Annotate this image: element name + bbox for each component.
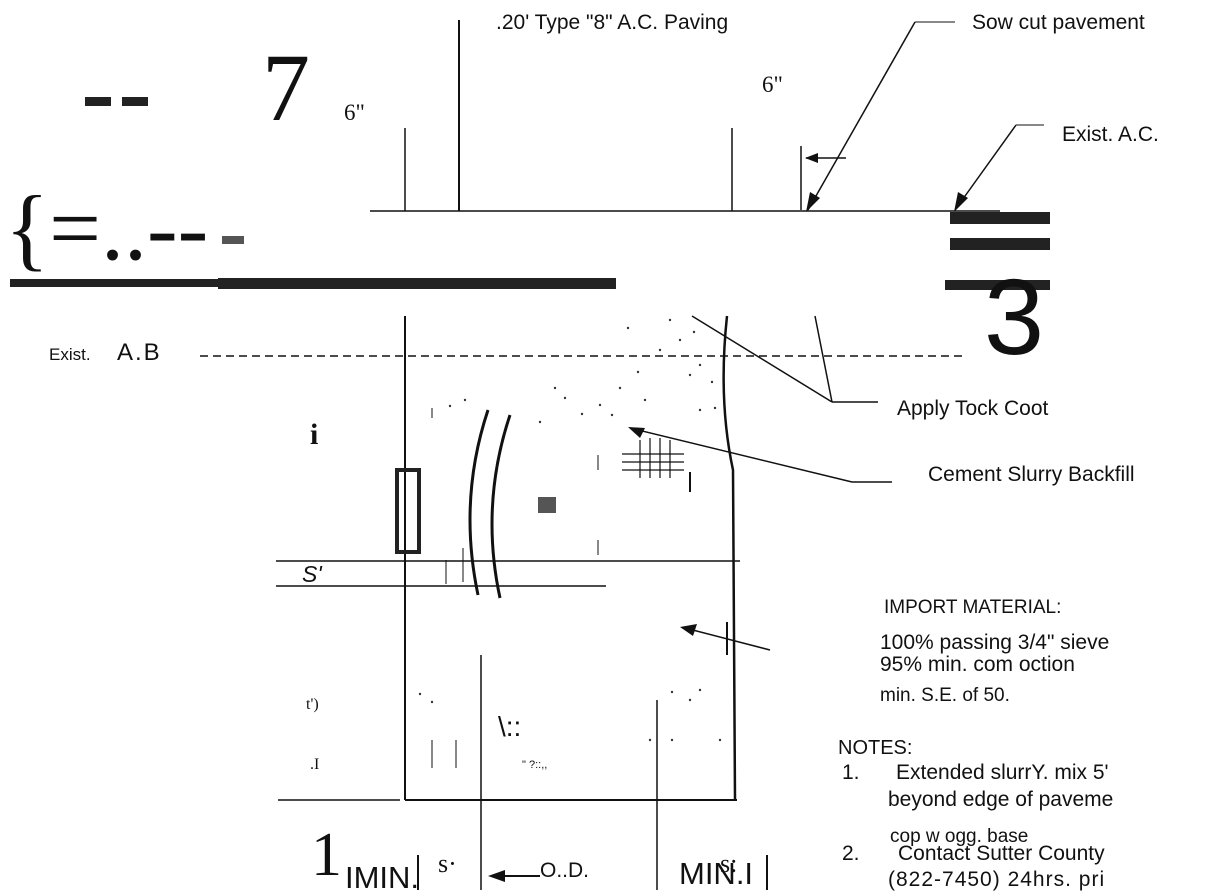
saw-mark-arrow-head bbox=[805, 153, 818, 163]
saw-cut-leader bbox=[807, 21, 916, 211]
s-left-label: s· bbox=[438, 849, 457, 878]
dot-i-mark: .I bbox=[310, 756, 320, 773]
saw-cut-arrow-head bbox=[806, 192, 820, 212]
exist-ac-leader bbox=[954, 124, 1017, 211]
exist-ac-label: Exist. A.C. bbox=[1062, 123, 1159, 146]
od-label: O..D. bbox=[540, 859, 590, 882]
brace-mark: {=..-- bbox=[5, 177, 209, 279]
trench-wall-right bbox=[722, 315, 737, 801]
existing-ac-bar-2 bbox=[950, 238, 1050, 250]
tack-coat-label: Apply Tock Coot bbox=[897, 397, 1049, 420]
three-numeral: 3 bbox=[984, 256, 1045, 377]
note-1-line3: cop w ogg. base bbox=[890, 826, 1029, 847]
backslash-mark: \:: bbox=[498, 711, 522, 742]
one-numeral: 1 bbox=[311, 821, 342, 889]
pipe-wall-1 bbox=[468, 409, 490, 596]
noise-mark: " ?::,, bbox=[522, 759, 548, 771]
pipe-wall-2 bbox=[490, 414, 512, 599]
od-arrow-head bbox=[488, 870, 505, 882]
trench-pavement-bar bbox=[218, 278, 616, 289]
notes-heading: NOTES: bbox=[838, 737, 913, 759]
import-material-line2: 95% min. com oction bbox=[880, 653, 1075, 676]
exist-ab-prefix: Exist. bbox=[49, 345, 91, 364]
exist-ac-arrow-head bbox=[954, 192, 968, 212]
grey-mark-1 bbox=[222, 236, 244, 244]
saw-cut-label: Sow cut pavement bbox=[972, 11, 1145, 34]
slurry-leader bbox=[629, 427, 853, 483]
note-2-line1: Contact Sutter County bbox=[898, 842, 1105, 865]
s-right-label: s: bbox=[720, 849, 738, 878]
six-inch-left-label: 6" bbox=[344, 100, 365, 125]
side-arrow-head bbox=[680, 624, 697, 636]
s-prime-label: S' bbox=[302, 561, 322, 587]
slurry-dots bbox=[418, 318, 722, 742]
seven-numeral: 7 bbox=[262, 34, 310, 141]
import-material-heading: IMPORT MATERIAL: bbox=[884, 597, 1062, 618]
slurry-arrow-head bbox=[628, 427, 645, 438]
dash-mark-2 bbox=[122, 97, 148, 106]
dash-mark-1 bbox=[85, 97, 111, 106]
paving-label: .20' Type "8" A.C. Paving bbox=[496, 11, 729, 34]
joint-bracket bbox=[395, 468, 421, 554]
note-1-line1: Extended slurrY. mix 5' bbox=[896, 761, 1109, 784]
exist-ab-suffix: A.B bbox=[117, 339, 162, 366]
existing-pavement-bar-left bbox=[10, 279, 220, 287]
note-1-line2: beyond edge of paveme bbox=[888, 788, 1114, 811]
grey-mark-2 bbox=[538, 497, 556, 513]
import-material-line3: min. S.E. of 50. bbox=[880, 685, 1010, 706]
import-material-line1: 100% passing 3/4" sieve bbox=[880, 631, 1110, 654]
note-2-line2: (822-7450) 24hrs. pri bbox=[888, 868, 1106, 891]
min-right-label: MIN.I bbox=[679, 856, 754, 891]
cement-slurry-label: Cement Slurry Backfill bbox=[928, 463, 1135, 486]
existing-ac-bar-3 bbox=[945, 280, 1050, 290]
tack-coat-leader-2 bbox=[814, 315, 833, 403]
existing-ac-bar-1 bbox=[950, 212, 1050, 224]
i-mark: i bbox=[310, 418, 319, 451]
note-1-number: 1. bbox=[842, 761, 860, 784]
note-2-number: 2. bbox=[842, 842, 860, 865]
six-inch-right-label: 6" bbox=[762, 72, 783, 97]
t-mark: t') bbox=[306, 696, 319, 713]
hatch-texture bbox=[622, 438, 684, 478]
min-left-label: IMIN. bbox=[345, 860, 420, 895]
tack-coat-leader bbox=[691, 315, 833, 403]
